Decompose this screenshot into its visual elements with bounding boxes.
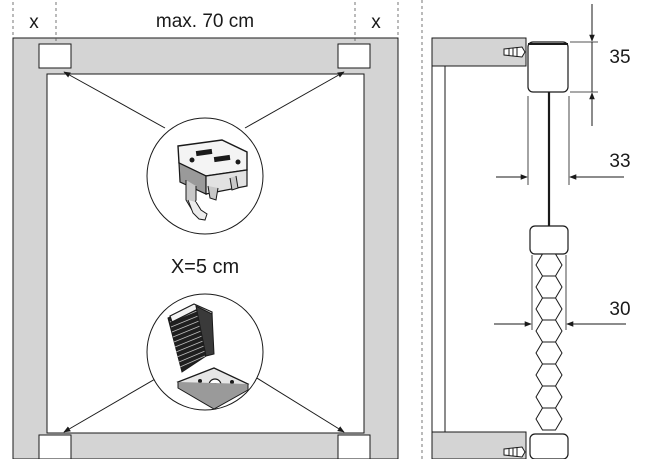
screw-icon — [503, 46, 526, 58]
top-bracket-block — [527, 41, 569, 93]
dim-35-label: 35 — [609, 47, 630, 68]
front-view: x max. 70 cm x — [12, 2, 399, 459]
dim-30-label: 30 — [609, 299, 630, 320]
mounting-bracket-icon — [146, 117, 264, 235]
pleat-cell — [535, 363, 563, 387]
pleat-cell — [535, 341, 563, 365]
pleat-cell — [535, 319, 563, 343]
x-value-label: X=5 cm — [171, 256, 239, 278]
bracket-bottom-left — [38, 434, 72, 459]
bracket-top-left — [38, 43, 72, 69]
max-width-label: max. 70 cm — [156, 11, 254, 32]
pleat-cell — [535, 385, 563, 409]
pleated-fabric-side — [529, 225, 569, 459]
pleat-cell — [535, 253, 563, 277]
guide-lines — [12, 2, 399, 44]
screw-icon-bottom — [503, 446, 526, 458]
dim-33-label: 33 — [609, 151, 630, 172]
pleat-cell — [535, 275, 563, 299]
bracket-top-right — [337, 43, 371, 69]
pleated-end-cap-icon — [146, 293, 264, 411]
side-view: 35 33 30 — [421, 0, 631, 459]
x-label-right: x — [371, 12, 381, 33]
pleat-cell — [535, 297, 563, 321]
pleat-cell — [535, 407, 563, 431]
x-label-left: x — [29, 12, 39, 33]
pointer-arrows — [63, 71, 345, 433]
bracket-bottom-right — [337, 434, 371, 459]
